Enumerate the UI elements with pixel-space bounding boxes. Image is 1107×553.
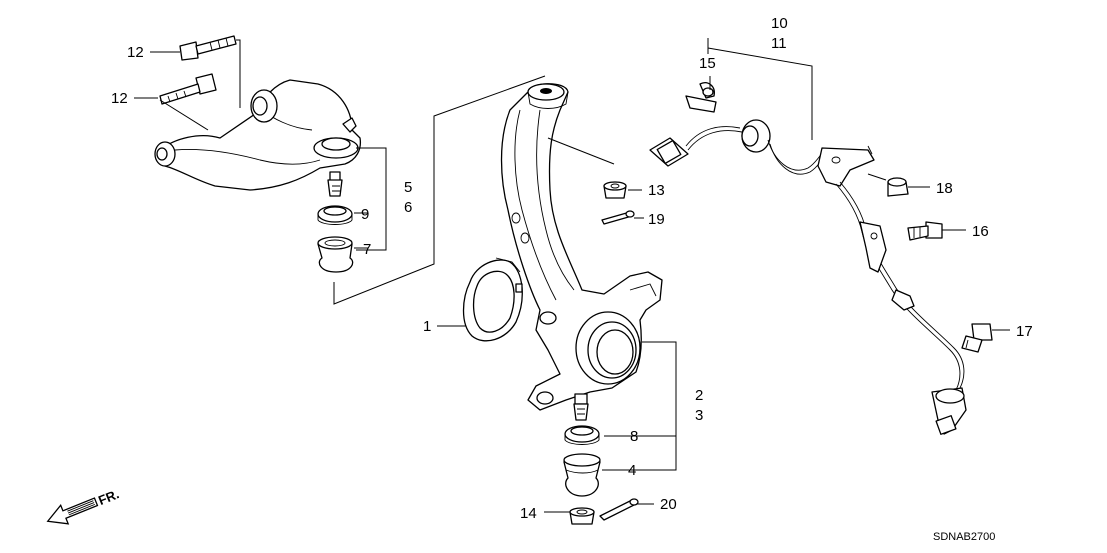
callout-17: 17 <box>1016 323 1033 340</box>
callout-13: 13 <box>648 182 665 199</box>
dust-shield-1 <box>462 257 523 342</box>
callout-1: 1 <box>423 318 431 335</box>
callout-5: 5 <box>404 179 412 196</box>
clip-15 <box>685 82 717 113</box>
cotter-pin-20 <box>599 498 639 521</box>
callout-12-lower: 12 <box>111 90 128 107</box>
callout-16: 16 <box>972 223 989 240</box>
callout-8: 8 <box>630 428 638 445</box>
callout-15: 15 <box>699 55 716 72</box>
front-direction-arrow: FR. <box>46 486 121 525</box>
seal-ring-8 <box>564 425 600 445</box>
nut-18 <box>887 177 909 197</box>
callout-2: 2 <box>695 387 703 404</box>
callout-7: 7 <box>363 241 371 258</box>
wheel-speed-sensor <box>649 119 967 435</box>
callout-4: 4 <box>628 462 636 479</box>
callout-11: 11 <box>771 35 787 52</box>
leader-lines <box>134 51 1010 513</box>
bolt-17 <box>961 323 993 353</box>
callout-20: 20 <box>660 496 677 513</box>
callout-3: 3 <box>695 407 703 424</box>
bolt-16 <box>907 221 943 241</box>
callout-9: 9 <box>361 206 369 223</box>
callout-6: 6 <box>404 199 412 216</box>
diagram-code: SDNAB2700 <box>933 531 995 543</box>
cotter-pin-19 <box>601 210 635 225</box>
seal-ring-9 <box>317 205 353 225</box>
callout-10: 10 <box>771 15 788 32</box>
callout-18: 18 <box>936 180 953 197</box>
castle-nut-14 <box>569 507 595 525</box>
boot-4 <box>563 453 601 497</box>
callout-14: 14 <box>520 505 537 522</box>
castle-nut-13 <box>603 181 627 199</box>
steering-knuckle <box>500 83 663 421</box>
upper-control-arm <box>154 79 362 197</box>
boot-7 <box>317 236 354 273</box>
callout-19: 19 <box>648 211 665 228</box>
bolt-12-upper <box>179 35 237 61</box>
direction-label: FR. <box>96 486 121 508</box>
callout-labels: 1 2 3 4 5 6 7 8 9 10 11 12 12 13 14 15 1… <box>111 15 1033 522</box>
bolt-12-lower <box>159 73 217 105</box>
callout-12-upper: 12 <box>127 44 144 61</box>
